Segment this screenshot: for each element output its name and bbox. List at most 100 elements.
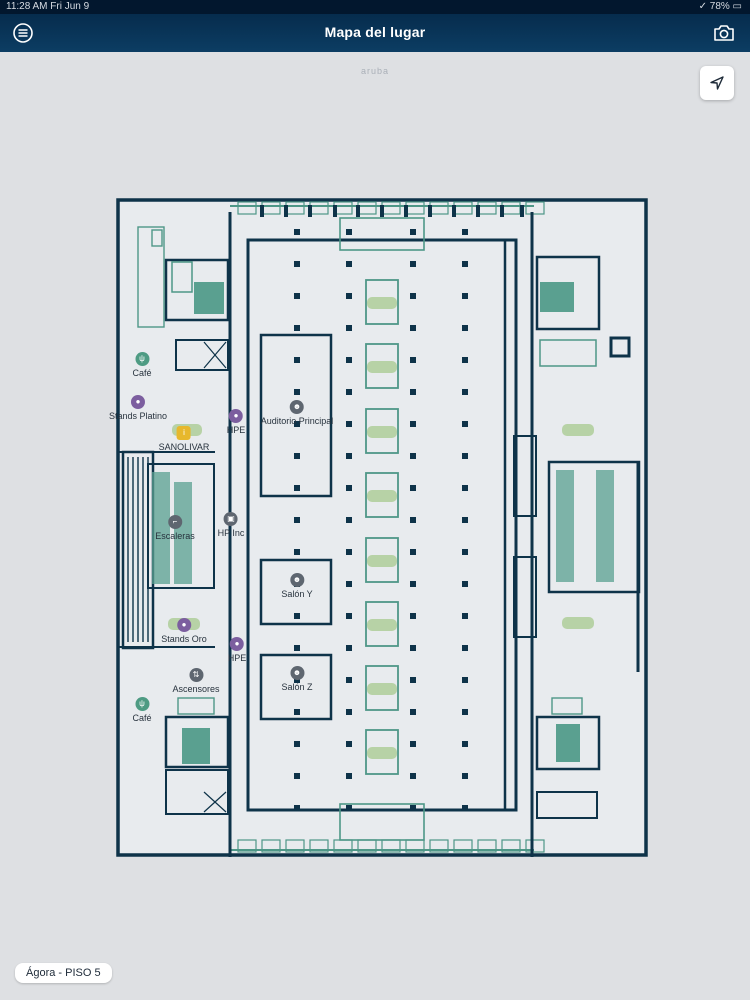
column-pillar <box>410 677 416 683</box>
column-pillar <box>294 453 300 459</box>
column-pillar <box>462 517 468 523</box>
column-pillar <box>346 389 352 395</box>
column-pillar <box>346 549 352 555</box>
wall-tick <box>500 205 504 217</box>
right-column-box <box>609 336 631 358</box>
column-pillar <box>410 229 416 235</box>
column-pillar <box>294 645 300 651</box>
location-pin-icon: ● <box>177 618 191 632</box>
poi-label: Escaleras <box>155 531 195 541</box>
poi-marker[interactable]: ⌐Escaleras <box>155 515 195 541</box>
table-marker <box>367 361 397 373</box>
service-room <box>165 769 229 815</box>
table-marker <box>367 490 397 502</box>
wall-tick <box>452 205 456 217</box>
locate-button[interactable] <box>700 66 734 100</box>
escalator-track <box>174 482 192 584</box>
column-pillar <box>294 741 300 747</box>
elevator-fill <box>182 728 210 764</box>
poi-label: HPE <box>227 653 247 663</box>
poi-marker[interactable]: ●HPE <box>227 409 245 435</box>
column-pillar <box>410 325 416 331</box>
salon-y-room <box>259 558 333 626</box>
hamburger-icon[interactable] <box>12 22 34 44</box>
floor-selector[interactable]: Ágora - PISO 5 <box>15 963 112 983</box>
auditorio-room <box>259 333 333 498</box>
column-pillar <box>462 229 468 235</box>
column-pillar <box>410 773 416 779</box>
poi-marker[interactable]: ☻Salón Y <box>281 573 313 599</box>
poi-marker[interactable]: ▣HP Inc <box>218 512 244 538</box>
seating-area <box>365 537 399 583</box>
column-pillar <box>294 549 300 555</box>
elevator-box <box>175 339 229 371</box>
camera-icon[interactable] <box>712 22 736 44</box>
column-pillar <box>294 709 300 715</box>
poi-marker[interactable]: ☻Salón Z <box>281 666 313 692</box>
column-pillar <box>462 645 468 651</box>
column-pillar <box>294 325 300 331</box>
poi-marker[interactable]: ☻Auditorio Principal <box>260 400 334 426</box>
column-pillar <box>346 805 352 811</box>
window-segment <box>525 839 545 853</box>
aruba-watermark: aruba <box>360 66 390 76</box>
column-pillar <box>410 453 416 459</box>
escalator-track <box>152 472 170 584</box>
fork-knife-icon: ψ <box>134 352 149 366</box>
right-partition <box>513 556 537 638</box>
seating-area <box>365 729 399 775</box>
poi-label: Auditorio Principal <box>260 416 334 426</box>
window-segment <box>453 839 473 853</box>
booth-icon: ▣ <box>223 512 238 526</box>
column-pillar <box>346 357 352 363</box>
poi-marker[interactable]: ● HPE <box>227 637 247 663</box>
poi-label: Ascensores <box>172 684 220 694</box>
column-pillar <box>410 741 416 747</box>
wall-tick <box>260 205 264 217</box>
column-pillar <box>346 709 352 715</box>
column-pillar <box>294 773 300 779</box>
wall-tick <box>333 205 337 217</box>
right-elevator-doors <box>551 697 583 715</box>
column-pillar <box>294 677 300 683</box>
column-pillar <box>294 261 300 267</box>
window-segment <box>237 201 257 215</box>
status-icons: ✓ 78% ▭ <box>698 1 742 12</box>
nav-bar: Mapa del lugar <box>0 14 750 52</box>
window-segment <box>525 201 545 215</box>
column-pillar <box>294 805 300 811</box>
seating-area <box>365 601 399 647</box>
right-service-room <box>536 791 598 819</box>
cafe-detail <box>151 229 163 247</box>
poi-marker[interactable]: ⇅ Ascensores <box>172 668 220 694</box>
people-icon: ☻ <box>290 666 304 680</box>
column-pillar <box>462 389 468 395</box>
window-segment <box>285 839 305 853</box>
column-pillar <box>346 229 352 235</box>
column-pillar <box>462 485 468 491</box>
location-pin-icon: ● <box>229 637 244 651</box>
table-marker <box>367 683 397 695</box>
column-pillar <box>462 293 468 299</box>
wall-tick <box>520 205 524 217</box>
column-pillar <box>462 709 468 715</box>
seating-area <box>365 408 399 454</box>
column-pillar <box>410 517 416 523</box>
column-pillar <box>346 741 352 747</box>
bottom-lobby <box>339 803 425 841</box>
column-pillar <box>462 421 468 427</box>
column-pillar <box>346 677 352 683</box>
column-pillar <box>346 325 352 331</box>
poi-marker[interactable]: ●Stands Platino <box>109 395 167 421</box>
window-segment <box>261 839 281 853</box>
elevator-icon: ⇅ <box>189 668 203 682</box>
poi-marker[interactable]: ●Stands Oro <box>161 618 207 644</box>
info-icon: i <box>176 426 191 440</box>
column-pillar <box>294 517 300 523</box>
column-pillar <box>346 645 352 651</box>
column-pillar <box>410 581 416 587</box>
